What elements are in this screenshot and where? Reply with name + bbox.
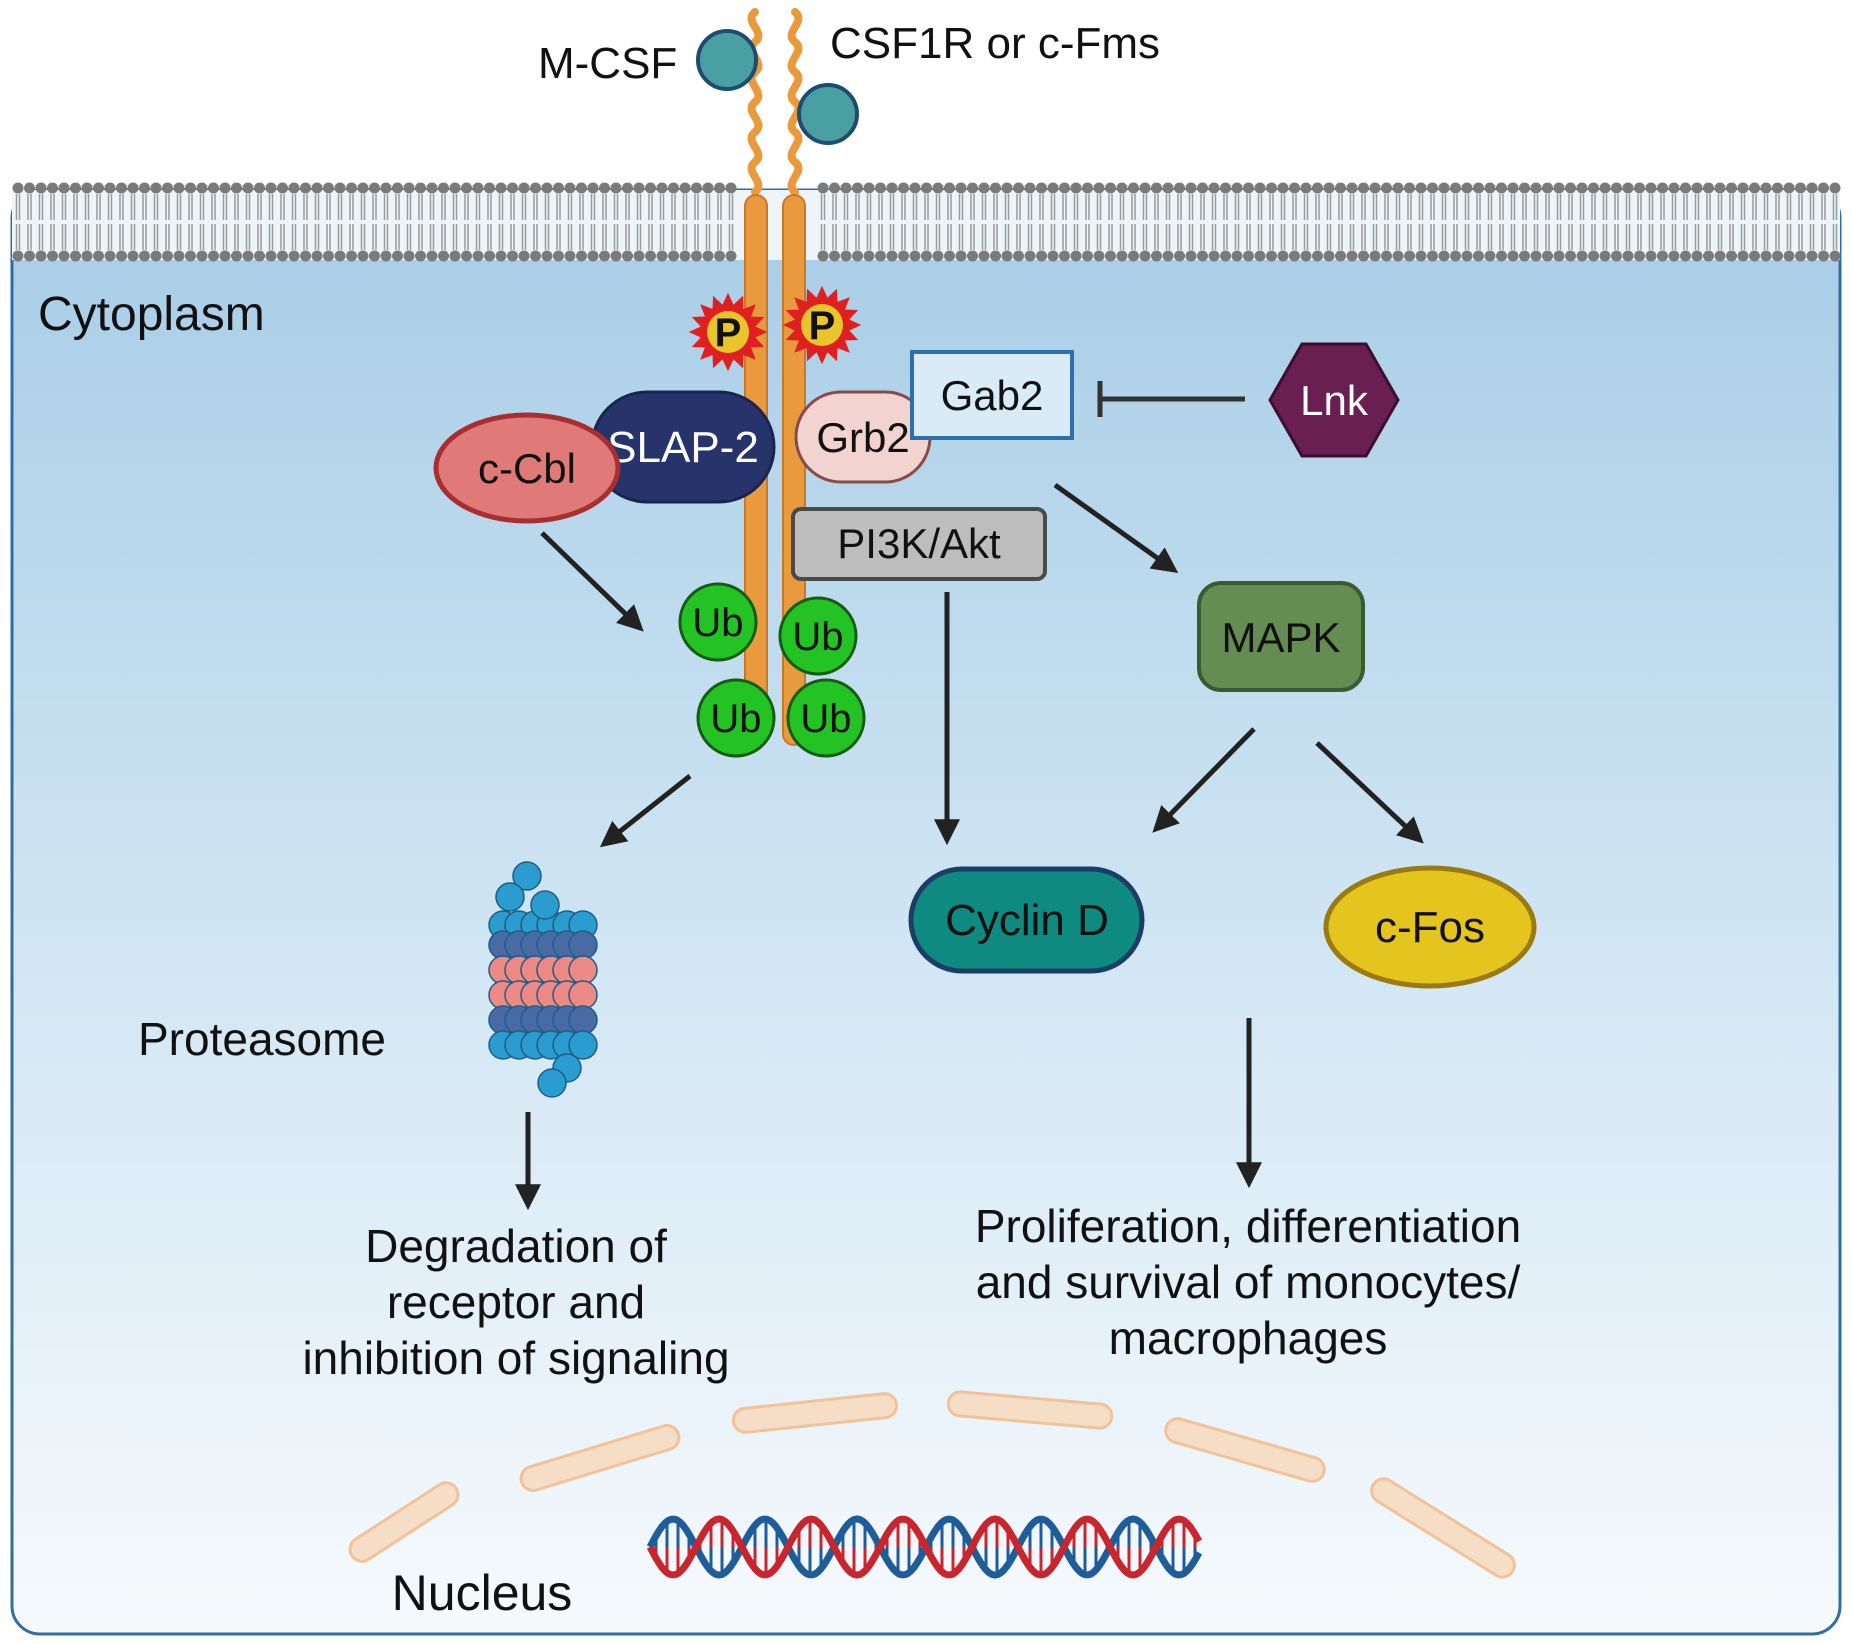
arrow-ubiquitin-to-proteasome [599, 774, 692, 848]
phospho-badge-left: P [688, 292, 768, 372]
svg-text:SLAP-2: SLAP-2 [607, 423, 759, 472]
svg-text:inhibition of signaling: inhibition of signaling [302, 1332, 729, 1384]
arrow-mapk-to-cyclin [1152, 727, 1256, 833]
outcome-text: Proliferation, differentiation and survi… [975, 1200, 1521, 1364]
ligand-circle-2 [797, 83, 859, 145]
svg-text:Cyclin D: Cyclin D [945, 896, 1109, 945]
ligand-label: M-CSF [538, 39, 677, 88]
cfos-node: c-Fos [1323, 865, 1537, 989]
svg-text:Proliferation, differentiation: Proliferation, differentiation [975, 1200, 1521, 1252]
svg-text:Ub: Ub [800, 697, 851, 741]
ubiquitin-3: Ub [696, 678, 776, 758]
svg-text:Lnk: Lnk [1300, 377, 1369, 424]
slap2-node: SLAP-2 [590, 390, 776, 504]
proteasome-label: Proteasome [138, 1013, 386, 1065]
ubiquitin-1: Ub [678, 582, 758, 662]
arrow-gab2-to-mapk [1053, 482, 1179, 574]
receptor-label: CSF1R or c-Fms [830, 19, 1160, 68]
svg-text:Degradation of: Degradation of [365, 1220, 667, 1272]
gab2-node: Gab2 [910, 350, 1074, 440]
lnk-inhibition [1097, 381, 1245, 417]
cyclin-d-node: Cyclin D [908, 866, 1145, 974]
ligand-circle-1 [696, 29, 758, 91]
svg-text:Ub: Ub [792, 615, 843, 659]
svg-text:MAPK: MAPK [1221, 614, 1340, 661]
lnk-node: Lnk [1268, 342, 1400, 458]
svg-text:and survival of monocytes/: and survival of monocytes/ [976, 1256, 1521, 1308]
svg-text:c-Cbl: c-Cbl [478, 445, 576, 492]
arrow-ccbl-to-ubiquitin [540, 531, 644, 632]
svg-text:receptor and: receptor and [387, 1276, 645, 1328]
svg-text:c-Fos: c-Fos [1375, 903, 1485, 952]
nucleus-label: Nucleus [392, 1565, 573, 1621]
degradation-text: Degradation of receptor and inhibition o… [302, 1220, 729, 1384]
arrow-mapk-to-cfos [1315, 741, 1424, 844]
cytoplasm-label: Cytoplasm [38, 288, 265, 341]
svg-text:P: P [715, 311, 742, 355]
svg-text:macrophages: macrophages [1109, 1312, 1388, 1364]
svg-text:Ub: Ub [710, 697, 761, 741]
ubiquitin-2: Ub [778, 596, 858, 676]
ccbl-node: c-Cbl [433, 412, 621, 524]
ubiquitin-4: Ub [786, 678, 866, 758]
receptor-right-extracellular [787, 8, 803, 196]
grb2-node: Grb2 [794, 390, 932, 484]
proteasome-icon [488, 861, 598, 1098]
svg-text:PI3K/Akt: PI3K/Akt [837, 520, 1001, 567]
dna-helix-icon [646, 1515, 1203, 1579]
nuclear-envelope [348, 1390, 1516, 1579]
pi3k-akt-node: PI3K/Akt [791, 507, 1047, 581]
svg-text:Ub: Ub [692, 601, 743, 645]
svg-text:Grb2: Grb2 [816, 414, 909, 461]
receptor-left-extracellular [747, 8, 763, 196]
mapk-node: MAPK [1197, 581, 1365, 692]
svg-text:Gab2: Gab2 [941, 372, 1044, 419]
svg-text:P: P [809, 304, 836, 348]
phospho-badge-right: P [782, 285, 862, 365]
cell-membrane [12, 182, 1841, 262]
